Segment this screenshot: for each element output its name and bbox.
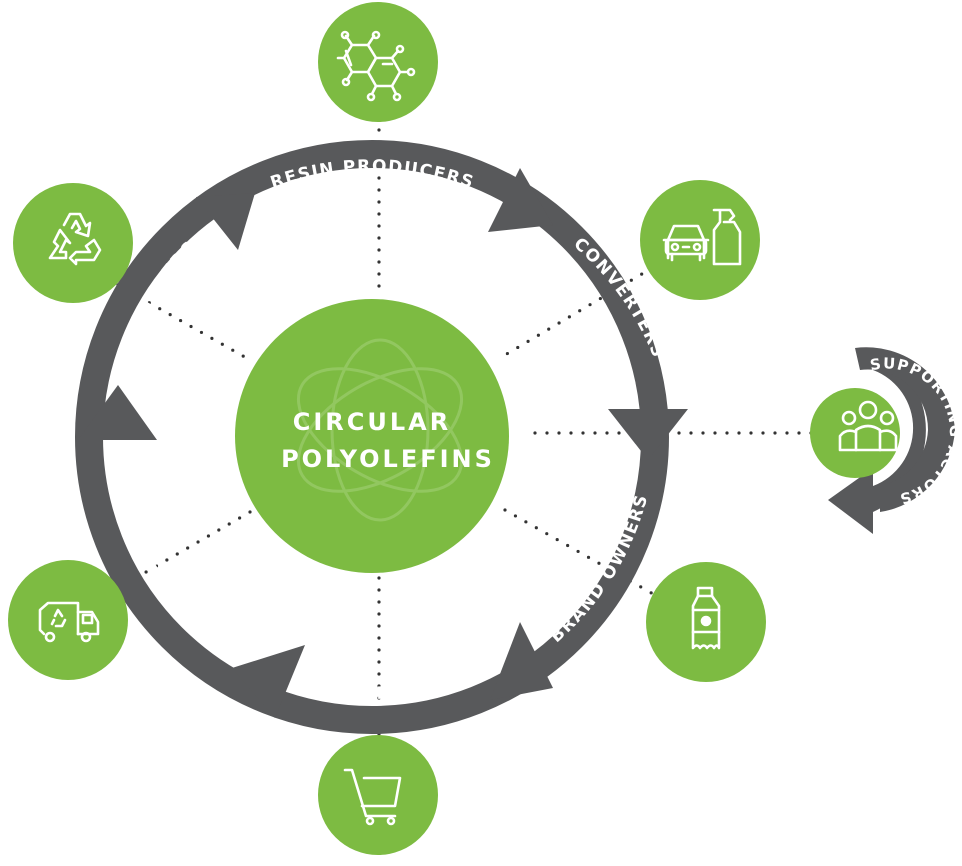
circular-arrows-watermark-icon bbox=[296, 338, 464, 522]
recycling-truck-icon bbox=[38, 601, 100, 643]
center-title-line2: POLYOLEFINS bbox=[281, 445, 495, 473]
node-supporting-actors: SUPPORTING ACTORS bbox=[810, 347, 962, 534]
arrow-head-to-recyclers bbox=[78, 385, 157, 440]
node-recyclers bbox=[13, 183, 133, 303]
node-converters bbox=[640, 180, 760, 300]
arrow-head-to-retailers bbox=[490, 622, 553, 700]
node-retailers bbox=[318, 735, 438, 855]
center-hub: CIRCULAR POLYOLEFINS bbox=[235, 299, 509, 573]
molecule-icon bbox=[336, 30, 416, 102]
center-title-line1: CIRCULAR bbox=[293, 408, 451, 436]
arrow-head-to-converters bbox=[488, 168, 553, 232]
arrow-head-to-resin bbox=[196, 193, 255, 250]
node-resin-producers bbox=[318, 2, 438, 122]
node-brand-owners bbox=[646, 562, 766, 682]
connector-converters bbox=[503, 266, 654, 357]
arrow-head-to-brand bbox=[608, 409, 688, 460]
node-waste-managers bbox=[8, 560, 128, 680]
people-group-icon bbox=[838, 400, 898, 452]
stage-label-retailers: RETAILERS bbox=[314, 679, 431, 704]
recycle-icon bbox=[48, 212, 102, 266]
arrow-head-to-waste bbox=[232, 645, 305, 718]
supporting-arrow-head bbox=[828, 468, 873, 534]
plastic-bottle-icon bbox=[691, 586, 721, 650]
cycle-ring bbox=[75, 140, 688, 734]
car-and-spray-bottle-icon bbox=[662, 208, 742, 266]
shopping-cart-icon bbox=[343, 768, 402, 826]
